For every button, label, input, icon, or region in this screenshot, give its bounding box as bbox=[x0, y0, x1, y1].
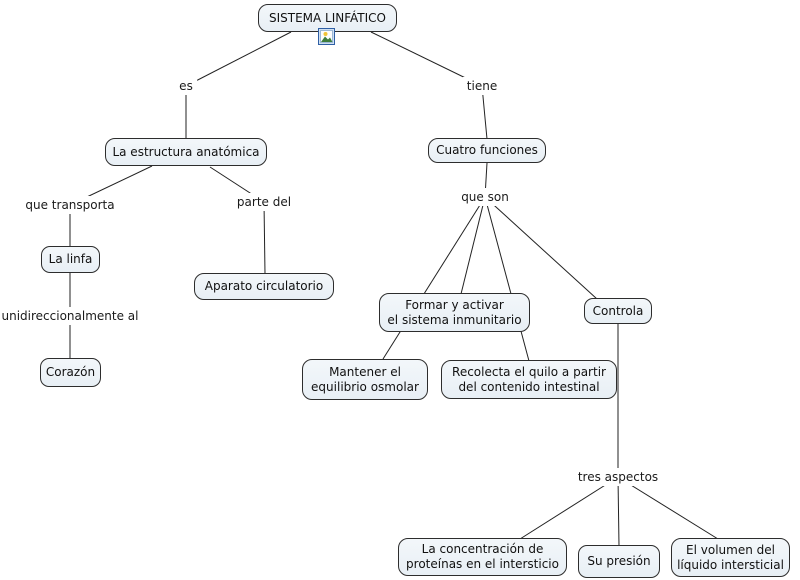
node-label: líquido intersticial bbox=[677, 557, 784, 572]
node-corazon[interactable]: Corazón bbox=[40, 358, 101, 387]
node-su-presion[interactable]: Su presión bbox=[578, 545, 660, 578]
connector-line bbox=[263, 201, 266, 275]
node-cuatro-funciones[interactable]: Cuatro funciones bbox=[428, 138, 546, 163]
link-label-tiene[interactable]: tiene bbox=[462, 77, 502, 95]
node-label: La estructura anatómica bbox=[112, 144, 260, 159]
node-label: Recolecta el quilo a partir bbox=[452, 364, 606, 379]
connector-line bbox=[484, 196, 598, 300]
node-label: Cuatro funciones bbox=[436, 143, 538, 157]
node-volumen-liquido[interactable]: El volumen del líquido intersticial bbox=[671, 538, 790, 577]
node-estructura-anatomica[interactable]: La estructura anatómica bbox=[105, 138, 267, 166]
node-label: Su presión bbox=[587, 554, 651, 568]
link-label-parte-del[interactable]: parte del bbox=[232, 193, 296, 211]
connector-line bbox=[617, 476, 620, 547]
node-label: La concentración de bbox=[421, 542, 544, 556]
node-label: Mantener el bbox=[329, 364, 401, 379]
node-label: El volumen del bbox=[686, 542, 775, 557]
connector-line bbox=[185, 31, 292, 87]
link-label-tres-aspectos[interactable]: tres aspectos bbox=[573, 468, 663, 486]
connector-line bbox=[484, 196, 530, 362]
node-controla[interactable]: Controla bbox=[584, 298, 652, 324]
node-label: del contenido intestinal bbox=[458, 379, 600, 394]
node-label: equilibrio osmolar bbox=[311, 379, 419, 394]
node-label: el sistema inmunitario bbox=[387, 312, 522, 327]
node-mantener-equilibrio[interactable]: Mantener el equilibrio osmolar bbox=[302, 359, 428, 400]
node-la-linfa[interactable]: La linfa bbox=[41, 246, 100, 273]
connector-line bbox=[519, 476, 619, 540]
connector-line bbox=[382, 196, 486, 360]
node-label: SISTEMA LINFÁTICO bbox=[268, 10, 387, 25]
node-label: Controla bbox=[592, 303, 644, 318]
connector-line bbox=[617, 476, 719, 540]
image-icon[interactable] bbox=[318, 28, 335, 45]
node-aparato-circulatorio[interactable]: Aparato circulatorio bbox=[194, 273, 334, 300]
node-concentracion-proteinas[interactable]: La concentración de proteínas en el inte… bbox=[398, 538, 567, 576]
link-label-que-son[interactable]: que son bbox=[457, 188, 513, 206]
node-formar-activar[interactable]: Formar y activar el sistema inmunitario bbox=[379, 293, 530, 332]
node-label: Aparato circulatorio bbox=[204, 279, 324, 293]
link-label-que-transporta[interactable]: que transporta bbox=[21, 196, 119, 214]
link-label-es[interactable]: es bbox=[175, 77, 197, 95]
connector-line bbox=[460, 196, 486, 295]
node-label: La linfa bbox=[48, 252, 93, 266]
node-label: proteínas en el intersticio bbox=[406, 557, 559, 571]
node-recolecta-quilo[interactable]: Recolecta el quilo a partir del contenid… bbox=[441, 360, 617, 399]
link-label-unidireccionalmente[interactable]: unidireccionalmente al bbox=[0, 307, 143, 325]
node-label: Corazón bbox=[45, 365, 96, 379]
node-label: Formar y activar bbox=[405, 297, 504, 312]
